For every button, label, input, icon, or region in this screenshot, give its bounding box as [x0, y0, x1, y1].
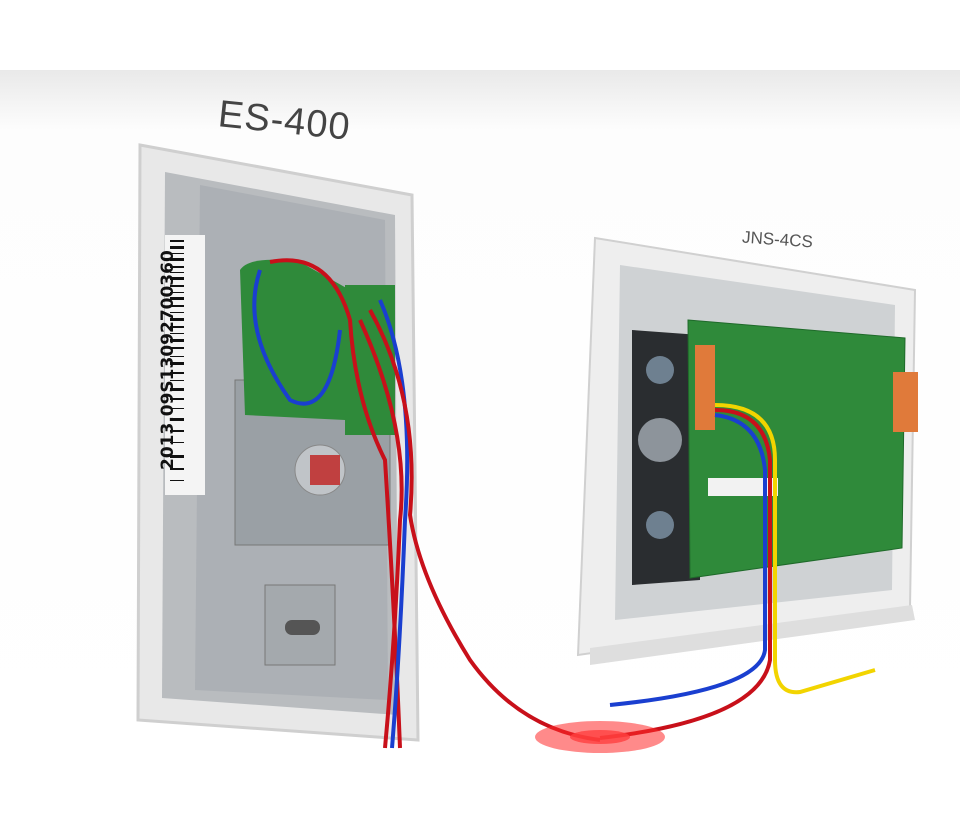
es-pcb	[240, 259, 350, 420]
jns-4cs-unit	[576, 236, 918, 665]
jns-pcb	[687, 319, 906, 579]
jns-wires	[599, 403, 876, 740]
terminal-right	[893, 372, 918, 432]
barcode-number: 2013.09S13092700360	[158, 250, 178, 470]
terminal-left	[695, 345, 715, 430]
es-400-plate	[136, 143, 420, 742]
es-wires	[252, 258, 601, 749]
barcode	[170, 240, 184, 481]
